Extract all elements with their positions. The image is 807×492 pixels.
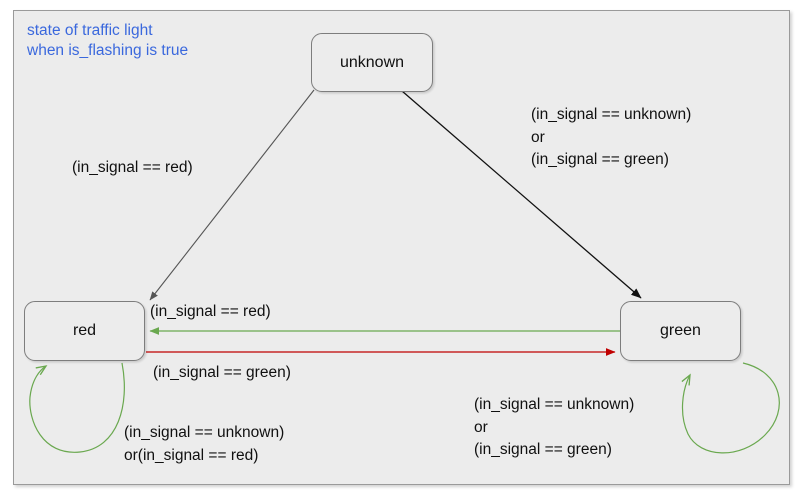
state-label-red: red <box>72 322 97 339</box>
state-node-green[interactable]: green <box>620 301 741 361</box>
edge-label-unknown-to-red: (in_signal == red) <box>72 159 193 176</box>
state-node-unknown[interactable]: unknown <box>311 33 433 92</box>
edge-label-unknown-to-green: (in_signal == unknown) or (in_signal == … <box>531 106 692 168</box>
edge-label-red-self-loop: (in_signal == unknown) or(in_signal == r… <box>124 424 285 464</box>
state-label-unknown: unknown <box>339 53 405 71</box>
state-label-green: green <box>660 322 701 339</box>
diagram-annotation: state of traffic light when is_flashing … <box>27 22 189 59</box>
edge-label-green-to-red: (in_signal == red) <box>150 303 271 320</box>
edge-label-green-self-loop: (in_signal == unknown) or (in_signal == … <box>474 396 635 458</box>
edge-label-red-to-green: (in_signal == green) <box>153 364 291 381</box>
state-node-red[interactable]: red <box>24 301 145 361</box>
